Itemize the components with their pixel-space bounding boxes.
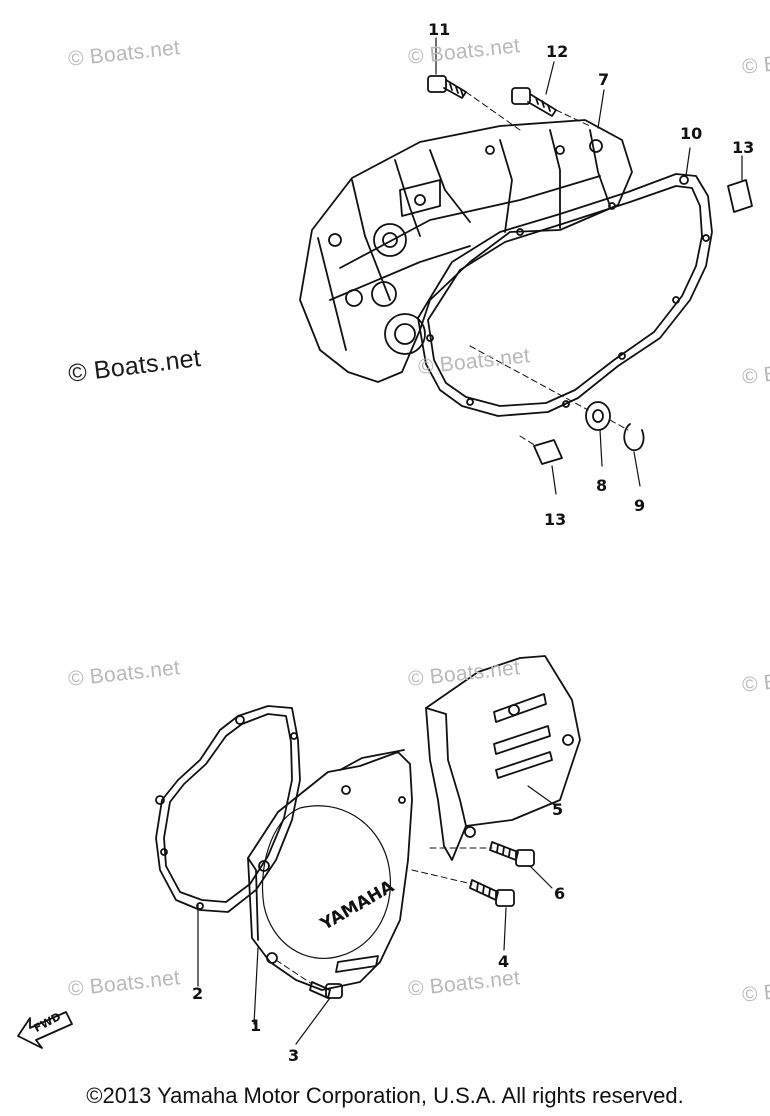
screw-3 (309, 981, 343, 999)
callout-6: 6 (554, 884, 566, 903)
callout-4: 4 (498, 952, 510, 971)
callout-13-top: 13 (732, 138, 755, 157)
sprocket-cover (425, 655, 581, 861)
callout-12: 12 (546, 42, 569, 61)
callout-9: 9 (634, 496, 646, 515)
dowel-pin-top (727, 179, 753, 213)
fwd-arrow (17, 1011, 73, 1049)
dowel-pin-bottom (533, 439, 563, 465)
bolt-4 (469, 879, 515, 907)
crankcase-gasket (417, 173, 713, 417)
callout-8: 8 (596, 476, 608, 495)
callout-10: 10 (680, 124, 703, 143)
upper-bolt-11 (427, 75, 467, 99)
cover-gasket (155, 705, 301, 913)
callout-1: 1 (250, 1016, 262, 1035)
crankcase (299, 119, 633, 383)
callout-3: 3 (288, 1046, 300, 1065)
upper-bolt-12 (511, 87, 557, 117)
cover-logo: YAMAHA (316, 876, 398, 935)
oil-seal-8 (585, 401, 611, 431)
bolt-6 (489, 841, 535, 867)
circlip-9 (623, 423, 645, 452)
crankcase-cover (247, 749, 413, 991)
callout-2: 2 (192, 984, 204, 1003)
callout-5: 5 (552, 800, 564, 819)
callout-13-bottom: 13 (544, 510, 567, 529)
callout-11: 11 (428, 20, 451, 39)
copyright-notice: ©2013 Yamaha Motor Corporation, U.S.A. A… (86, 1083, 684, 1108)
callout-7: 7 (598, 70, 610, 89)
